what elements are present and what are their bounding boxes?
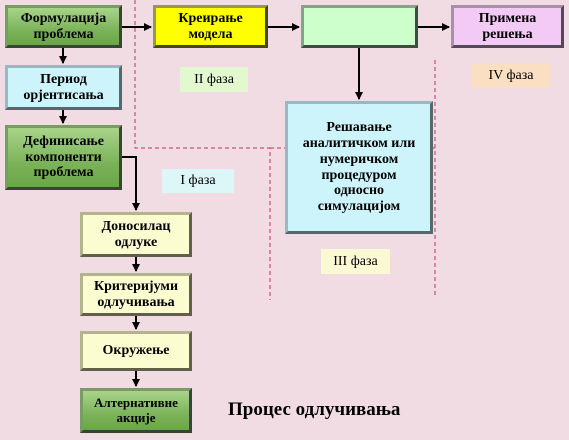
- box-criteria: Критеријуми одлучивања: [80, 273, 192, 316]
- phase-divider-1: [134, 0, 271, 300]
- box-application: Примена решења: [451, 5, 564, 48]
- box-empty: [301, 5, 418, 48]
- arrow-definition-to-decision-maker: [122, 156, 140, 211]
- box-solving: Решавање аналитичком или нумеричком проц…: [285, 101, 433, 234]
- box-orientation: Период орјентисања: [5, 65, 122, 110]
- phase-label-1: I фаза: [162, 169, 234, 193]
- box-model-creation: Креирање модела: [153, 5, 268, 48]
- box-environment: Окружење: [80, 331, 192, 371]
- box-decision-maker: Доносилац одлуке: [80, 212, 192, 257]
- phase-label-3: III фаза: [321, 249, 390, 274]
- box-formulation: Формулација проблема: [5, 5, 122, 48]
- phase-label-4: IV фаза: [472, 63, 550, 88]
- box-definition: Дефинисање компоненти проблема: [5, 125, 122, 190]
- diagram-title: Процес одлучивања: [228, 399, 401, 420]
- box-alternatives: Алтернативне акције: [80, 388, 192, 433]
- phase-label-2: II фаза: [180, 67, 248, 92]
